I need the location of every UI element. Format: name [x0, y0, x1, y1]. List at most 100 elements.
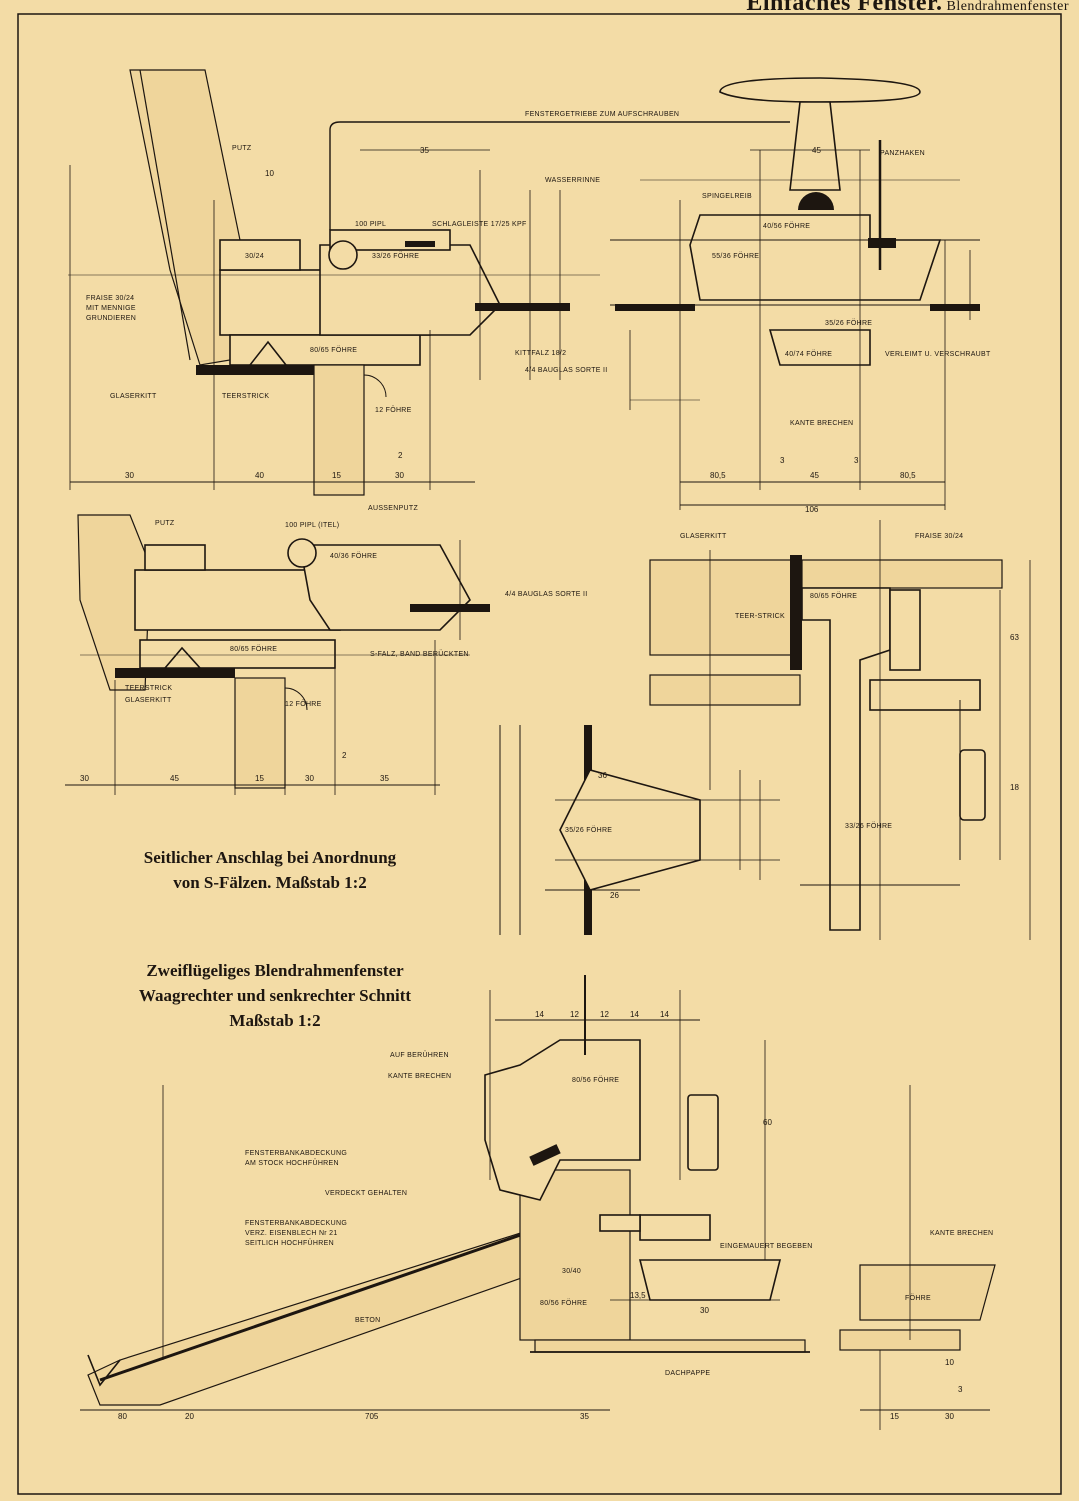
- label: GLASERKITT: [125, 697, 172, 704]
- dimension: 35: [580, 1412, 589, 1421]
- dimension: 30: [80, 774, 89, 783]
- dimension: 30: [125, 471, 134, 480]
- dimension: 30: [945, 1412, 954, 1421]
- caption-line: Seitlicher Anschlag bei Anordnung: [143, 848, 397, 867]
- sheet-border: [17, 13, 1062, 1495]
- label: 33/26 FÖHRE: [845, 822, 892, 830]
- label: VERLEIMT U. VERSCHRAUBT: [885, 351, 991, 358]
- label: BETON: [355, 1317, 381, 1324]
- dimension: 14: [660, 1010, 669, 1019]
- label: PUTZ: [155, 520, 175, 527]
- detail-middle-right: [649, 520, 1031, 940]
- label: 12 FÖHRE: [375, 406, 412, 414]
- label: TEER-STRICK: [735, 613, 785, 620]
- dimension: 12: [570, 1010, 579, 1019]
- dimension: 35: [380, 774, 389, 783]
- label: 4/4 BAUGLAS SORTE II: [525, 367, 608, 374]
- dimension: 18: [1010, 783, 1019, 792]
- dimension: 20: [185, 1412, 194, 1421]
- caption-double-window: Zweiflügeliges Blendrahmenfenster Waagre…: [80, 958, 470, 1033]
- dimension: 36: [598, 771, 607, 780]
- dimension: 15: [890, 1412, 899, 1421]
- label: GRUNDIEREN: [86, 315, 136, 322]
- sheet-title-subtitle: Blendrahmenfenster: [946, 0, 1069, 14]
- dimension: 30: [700, 1306, 709, 1315]
- label: 40/74 FÖHRE: [785, 350, 832, 358]
- label: AUSSENPUTZ: [368, 505, 418, 512]
- label: KANTE BRECHEN: [790, 420, 853, 427]
- caption-line: Maßstab 1:2: [229, 1011, 321, 1030]
- dimension: 30: [395, 471, 404, 480]
- caption-line: Zweiflügeliges Blendrahmenfenster: [146, 961, 404, 980]
- dimension: 63: [1010, 633, 1019, 642]
- label: SPINGELREIB: [702, 193, 752, 200]
- caption-line: von S-Fälzen. Maßstab 1:2: [173, 873, 367, 892]
- label: 80/56 FÖHRE: [572, 1076, 619, 1084]
- dimension: 45: [812, 146, 821, 155]
- label: FRAISE 30/24: [86, 295, 134, 302]
- dimension: 80: [118, 1412, 127, 1421]
- dimension: 14: [535, 1010, 544, 1019]
- label: TEERSTRICK: [222, 393, 269, 400]
- label: KANTE BRECHEN: [930, 1230, 993, 1237]
- sheet-title: Einfaches Fenster.Blendrahmenfenster: [746, 0, 1069, 17]
- label: FENSTERBANKABDECKUNG: [245, 1220, 347, 1227]
- label: 33/26 FÖHRE: [372, 252, 419, 260]
- dimension: 45: [170, 774, 179, 783]
- dimension: 3: [958, 1385, 963, 1394]
- caption-line: Waagrechter und senkrechter Schnitt: [138, 986, 412, 1005]
- label: S-FALZ, BAND BERÜCKTEN: [370, 650, 469, 658]
- dimension-numbers: 30 40 15 30 80,5 45 80,5 106 30 45 15 30…: [80, 146, 1019, 1421]
- dimension: 2: [342, 751, 347, 760]
- label: EINGEMAUERT BEGEBEN: [720, 1243, 813, 1250]
- detail-middle-left: [65, 514, 490, 795]
- label: FRAISE 30/24: [915, 533, 963, 540]
- label: 35/26 FÖHRE: [825, 319, 872, 327]
- label: 100 PIPL (ITEL): [285, 522, 339, 529]
- label: KITTFALZ 18/2: [515, 350, 566, 357]
- label: SEITLICH HOCHFÜHREN: [245, 1239, 334, 1247]
- dimension: 14: [630, 1010, 639, 1019]
- dimension: 15: [255, 774, 264, 783]
- label: 4/4 BAUGLAS SORTE II: [505, 591, 588, 598]
- label: AM STOCK HOCHFÜHREN: [245, 1159, 339, 1167]
- label: FENSTERGETRIEBE ZUM AUFSCHRAUBEN: [525, 111, 679, 118]
- dimension: 35: [420, 146, 429, 155]
- dimension: 10: [265, 169, 274, 178]
- label: MIT MENNIGE: [86, 305, 136, 312]
- label: FÖHRE: [905, 1294, 931, 1302]
- label: 100 PIPL: [355, 221, 386, 228]
- label: 30/40: [562, 1268, 581, 1275]
- label: GLASERKITT: [110, 393, 157, 400]
- label: TEERSTRICK: [125, 685, 172, 692]
- label: DACHPAPPE: [665, 1370, 710, 1377]
- dimension: 60: [763, 1118, 772, 1127]
- dimension: 26: [610, 891, 619, 900]
- sheet-title-main: Einfaches Fenster.: [746, 0, 943, 16]
- label: GLASERKITT: [680, 533, 727, 540]
- detail-bottom-sill: [80, 975, 996, 1430]
- detail-upper-left: [68, 69, 790, 496]
- label: 80/56 FÖHRE: [540, 1299, 587, 1307]
- detail-upper-right: [610, 77, 980, 510]
- label: PUTZ: [232, 145, 252, 152]
- detail-center-section: [499, 725, 780, 935]
- label: PANZHAKEN: [880, 150, 925, 157]
- label: FENSTERBANKABDECKUNG: [245, 1150, 347, 1157]
- dimension: 705: [365, 1412, 379, 1421]
- label: WASSERRINNE: [545, 177, 600, 184]
- label: 80/65 FÖHRE: [230, 645, 277, 653]
- label: KANTE BRECHEN: [388, 1073, 451, 1080]
- label: 35/26 FÖHRE: [565, 826, 612, 834]
- dimension: 45: [810, 471, 819, 480]
- dimension: 3: [780, 456, 785, 465]
- dimension: 12: [600, 1010, 609, 1019]
- dimension: 3: [854, 456, 859, 465]
- dimension: 80,5: [710, 471, 726, 480]
- dimension: 13,5: [630, 1291, 646, 1300]
- label: 12 FÖHRE: [285, 700, 322, 708]
- label: SCHLAGLEISTE 17/25 KPF: [432, 221, 527, 228]
- drawing-labels: PUTZ FENSTERGETRIEBE ZUM AUFSCHRAUBEN WA…: [86, 111, 993, 1377]
